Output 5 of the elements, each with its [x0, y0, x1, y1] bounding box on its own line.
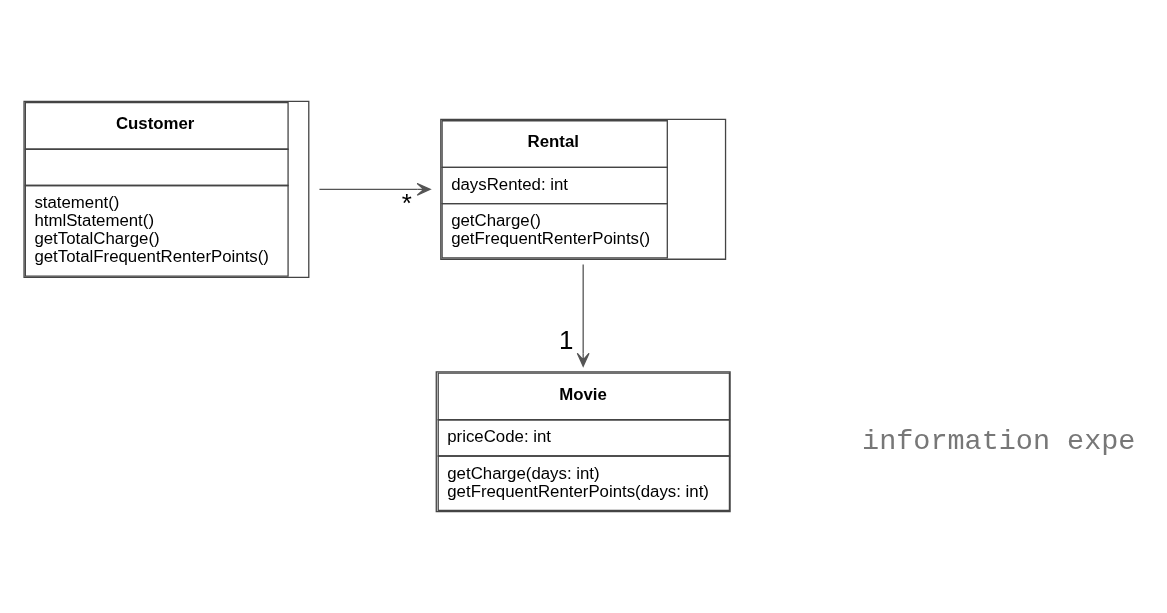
edge-label: *	[401, 189, 412, 218]
arrow	[318, 182, 431, 196]
label: information expe	[862, 425, 1136, 458]
edge-label: 1	[559, 326, 574, 355]
arrow	[576, 263, 590, 367]
